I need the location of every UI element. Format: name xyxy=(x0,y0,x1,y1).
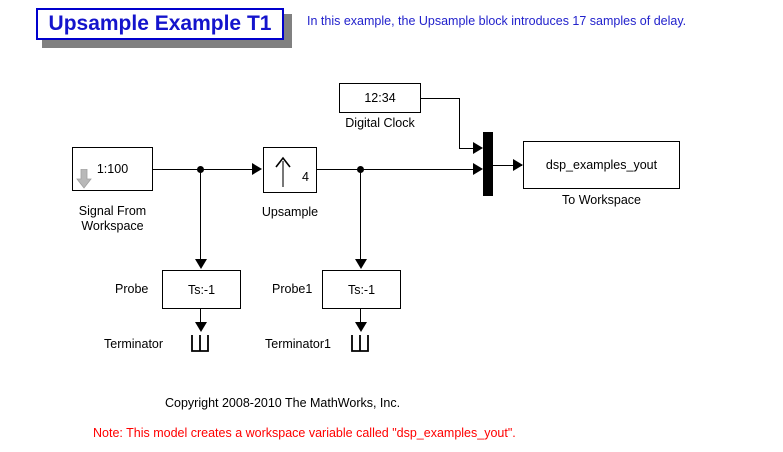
block-probe[interactable]: Ts:-1 xyxy=(162,270,241,309)
wire-probe1-to-terminator1 xyxy=(360,309,361,328)
block-digital-clock[interactable]: 12:34 xyxy=(339,83,421,113)
block-label-digital-clock: Digital Clock xyxy=(345,116,415,130)
arrow-mux-input-1 xyxy=(473,142,483,154)
block-label-probe: Probe xyxy=(115,282,149,296)
arrow-terminator-input xyxy=(195,322,207,332)
sfw-label-line2: Workspace xyxy=(81,219,144,233)
wire-mux-to-toworkspace xyxy=(493,165,522,166)
terminator1-icon[interactable] xyxy=(349,335,371,353)
upsample-factor-value: 4 xyxy=(302,170,309,184)
wire-sfw-to-probe xyxy=(200,169,201,261)
wire-sfw-to-upsample xyxy=(153,169,258,170)
probe1-value: Ts:-1 xyxy=(347,282,376,297)
block-label-terminator1: Terminator1 xyxy=(265,337,331,351)
arrow-toworkspace-input xyxy=(513,159,523,171)
down-arrow-icon xyxy=(76,169,92,189)
probe-value: Ts:-1 xyxy=(187,282,216,297)
up-arrow-icon xyxy=(275,156,291,187)
copyright-text: Copyright 2008-2010 The MathWorks, Inc. xyxy=(165,396,401,410)
arrow-upsample-input xyxy=(252,163,262,175)
signal-from-workspace-value: 1:100 xyxy=(96,162,129,176)
terminator-icon[interactable] xyxy=(189,335,211,353)
block-mux[interactable] xyxy=(483,132,493,196)
arrow-mux-input-2 xyxy=(473,163,483,175)
to-workspace-value: dsp_examples_yout xyxy=(545,158,658,172)
title-box[interactable]: Upsample Example T1 xyxy=(36,8,284,40)
block-probe1[interactable]: Ts:-1 xyxy=(322,270,401,309)
wire-clock-to-mux-h2 xyxy=(459,148,477,149)
arrow-probe1-input xyxy=(355,259,367,269)
block-upsample[interactable]: 4 xyxy=(263,147,317,193)
block-label-upsample: Upsample xyxy=(261,205,319,219)
block-label-terminator: Terminator xyxy=(104,337,164,351)
arrow-probe-input xyxy=(195,259,207,269)
block-to-workspace[interactable]: dsp_examples_yout xyxy=(523,141,680,189)
digital-clock-value: 12:34 xyxy=(364,91,396,105)
wire-clock-to-mux-h1 xyxy=(421,98,460,99)
sfw-label-line1: Signal From xyxy=(78,204,147,218)
block-label-to-workspace: To Workspace xyxy=(562,193,641,207)
header-description-text: In this example, the Upsample block intr… xyxy=(307,14,687,28)
red-note-text: Note: This model creates a workspace var… xyxy=(93,426,516,440)
wire-upsample-to-probe1 xyxy=(360,169,361,261)
wire-clock-to-mux-v xyxy=(459,98,460,148)
wire-probe-to-terminator xyxy=(200,309,201,328)
wire-upsample-to-mux xyxy=(317,169,477,170)
block-signal-from-workspace[interactable]: 1:100 xyxy=(72,147,153,191)
arrow-terminator1-input xyxy=(355,322,367,332)
block-label-probe1: Probe1 xyxy=(272,282,313,296)
page-title: Upsample Example T1 xyxy=(48,12,272,35)
